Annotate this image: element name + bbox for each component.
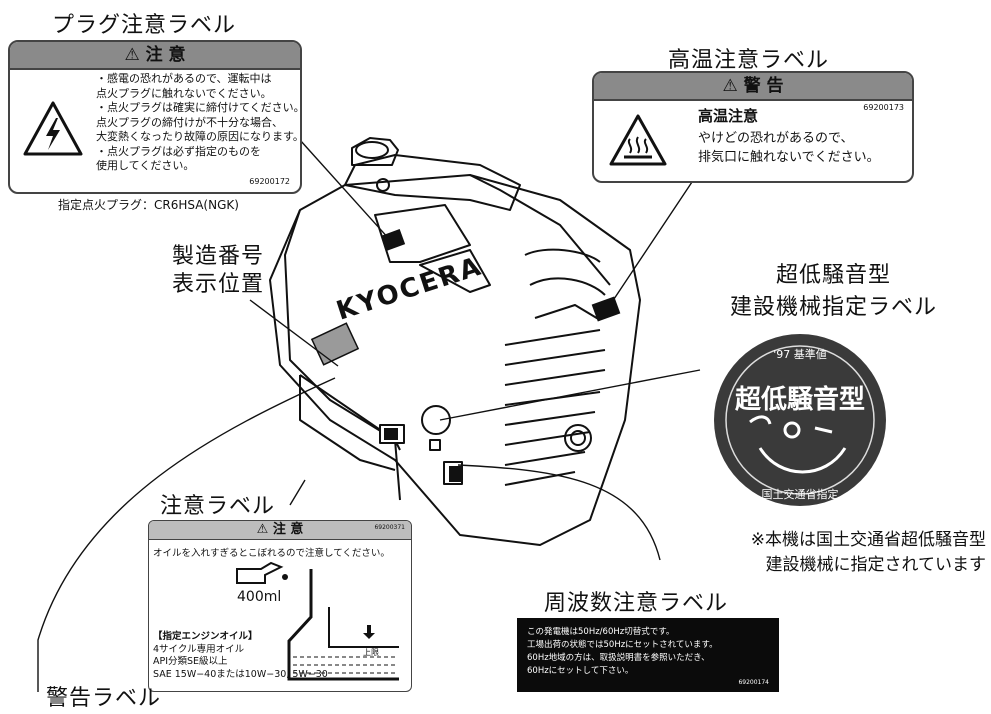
heat-label-heading: 高温注意 xyxy=(698,107,759,125)
caution-label-header: 注 意 xyxy=(272,522,304,537)
low-noise-note: ※本機は国土交通省超低騒音型 建設機械に指定されています xyxy=(706,528,986,578)
low-noise-seal: '97 基準値 超低騒音型 国土交通省指定 xyxy=(714,334,886,506)
plug-spec: 指定点火プラグ：CR6HSA(NGK) xyxy=(58,198,239,212)
seal-bottom-text: 国土交通省指定 xyxy=(762,487,839,501)
seal-main-text: 超低騒音型 xyxy=(735,384,865,415)
heat-line-1: やけどの恐れがあるので、 xyxy=(698,131,854,146)
serial-position-label: 製造番号 表示位置 xyxy=(172,243,264,299)
note-line-1: ※本機は国土交通省超低騒音型 xyxy=(750,530,986,550)
plug-label-title: プラグ注意ラベル xyxy=(52,13,237,38)
oil-line-1: 【指定エンジンオイル】 xyxy=(153,631,258,642)
heat-warning-label: ⚠ 警 告 69200173 高温注意 やけどの恐れがあるので、 排気口に触れな… xyxy=(592,71,914,183)
oil-volume: 400ml xyxy=(237,589,282,605)
warning-triangle-icon: ⚠ xyxy=(722,76,738,96)
oil-limit-label: 上限 xyxy=(363,648,379,657)
heat-label-title: 高温注意ラベル xyxy=(668,48,830,73)
freq-line-1: この発電機は50Hz/60Hz切替式です。 xyxy=(527,627,675,637)
plug-line-7: 使用してください。 xyxy=(96,159,195,172)
freq-label-title: 周波数注意ラベル xyxy=(544,591,729,616)
caution-label-title: 注意ラベル xyxy=(160,494,276,519)
serial-line-1: 製造番号 xyxy=(172,244,265,269)
warning-label-title: 警告ラベル xyxy=(46,686,162,711)
low-noise-title-2: 建設機械指定ラベル xyxy=(730,295,938,320)
plug-label-header: 注 意 xyxy=(145,45,186,65)
plug-line-2: 点火プラグに触れないでください。 xyxy=(96,86,272,100)
freq-line-4: 60Hzにセットして下さい。 xyxy=(527,666,634,676)
plug-line-4: 点火プラグの締付けが不十分な場合、 xyxy=(96,115,283,129)
freq-line-3: 60Hz地域の方は、取扱説明書を参照いただき、 xyxy=(527,653,710,663)
heat-label-header: 警 告 xyxy=(743,76,784,96)
note-line-2: 建設機械に指定されています xyxy=(765,555,987,575)
oil-line-2: 4サイクル専用オイル xyxy=(153,643,245,655)
heat-label-code: 69200173 xyxy=(863,103,904,112)
freq-line-2: 工場出荷の状態では50Hzにセットされています。 xyxy=(527,640,718,650)
seal-top-text: '97 基準値 xyxy=(773,347,827,361)
plug-line-3: ・点火プラグは確実に締付けてください。 xyxy=(96,101,302,114)
plug-label-code: 69200172 xyxy=(249,177,290,186)
freq-label-code: 69200174 xyxy=(738,679,769,686)
oil-caution-label: ⚠ 注 意 69200371 オイルを入れすぎるとこぼれるので注意してください。… xyxy=(148,520,412,692)
heat-line-2: 排気口に触れないでください。 xyxy=(698,150,880,165)
hot-surface-icon xyxy=(609,114,667,166)
oil-can-icon xyxy=(236,561,288,584)
low-noise-title-1: 超低騒音型 xyxy=(776,263,892,288)
plug-line-6: ・点火プラグは必ず指定のものを xyxy=(96,144,261,158)
plug-line-5: 大変熱くなったり故障の原因になります。 xyxy=(96,130,302,143)
plug-caution-label: ⚠ 注 意 ・感電の恐れがあるので、運転中は 点火プラグに触れないでください。 … xyxy=(8,40,302,194)
oil-line-4: SAE 15W−40または10W−30, 5W−30 xyxy=(153,668,328,680)
warning-triangle-icon: ⚠ xyxy=(124,45,140,65)
electric-shock-icon xyxy=(23,101,83,156)
frequency-label: この発電機は50Hz/60Hz切替式です。 工場出荷の状態では50Hzにセットさ… xyxy=(517,618,779,692)
caution-label-code: 69200371 xyxy=(374,524,405,531)
plug-line-1: ・感電の恐れがあるので、運転中は xyxy=(96,72,272,85)
low-noise-title: 超低騒音型 建設機械指定ラベル xyxy=(730,260,937,324)
warning-triangle-icon: ⚠ xyxy=(256,522,269,537)
caution-line-1: オイルを入れすぎるとこぼれるので注意してください。 xyxy=(153,548,390,559)
serial-line-2: 表示位置 xyxy=(172,272,265,297)
oil-level-diagram xyxy=(287,569,399,681)
oil-line-3: API分類SE級以上 xyxy=(153,656,228,667)
